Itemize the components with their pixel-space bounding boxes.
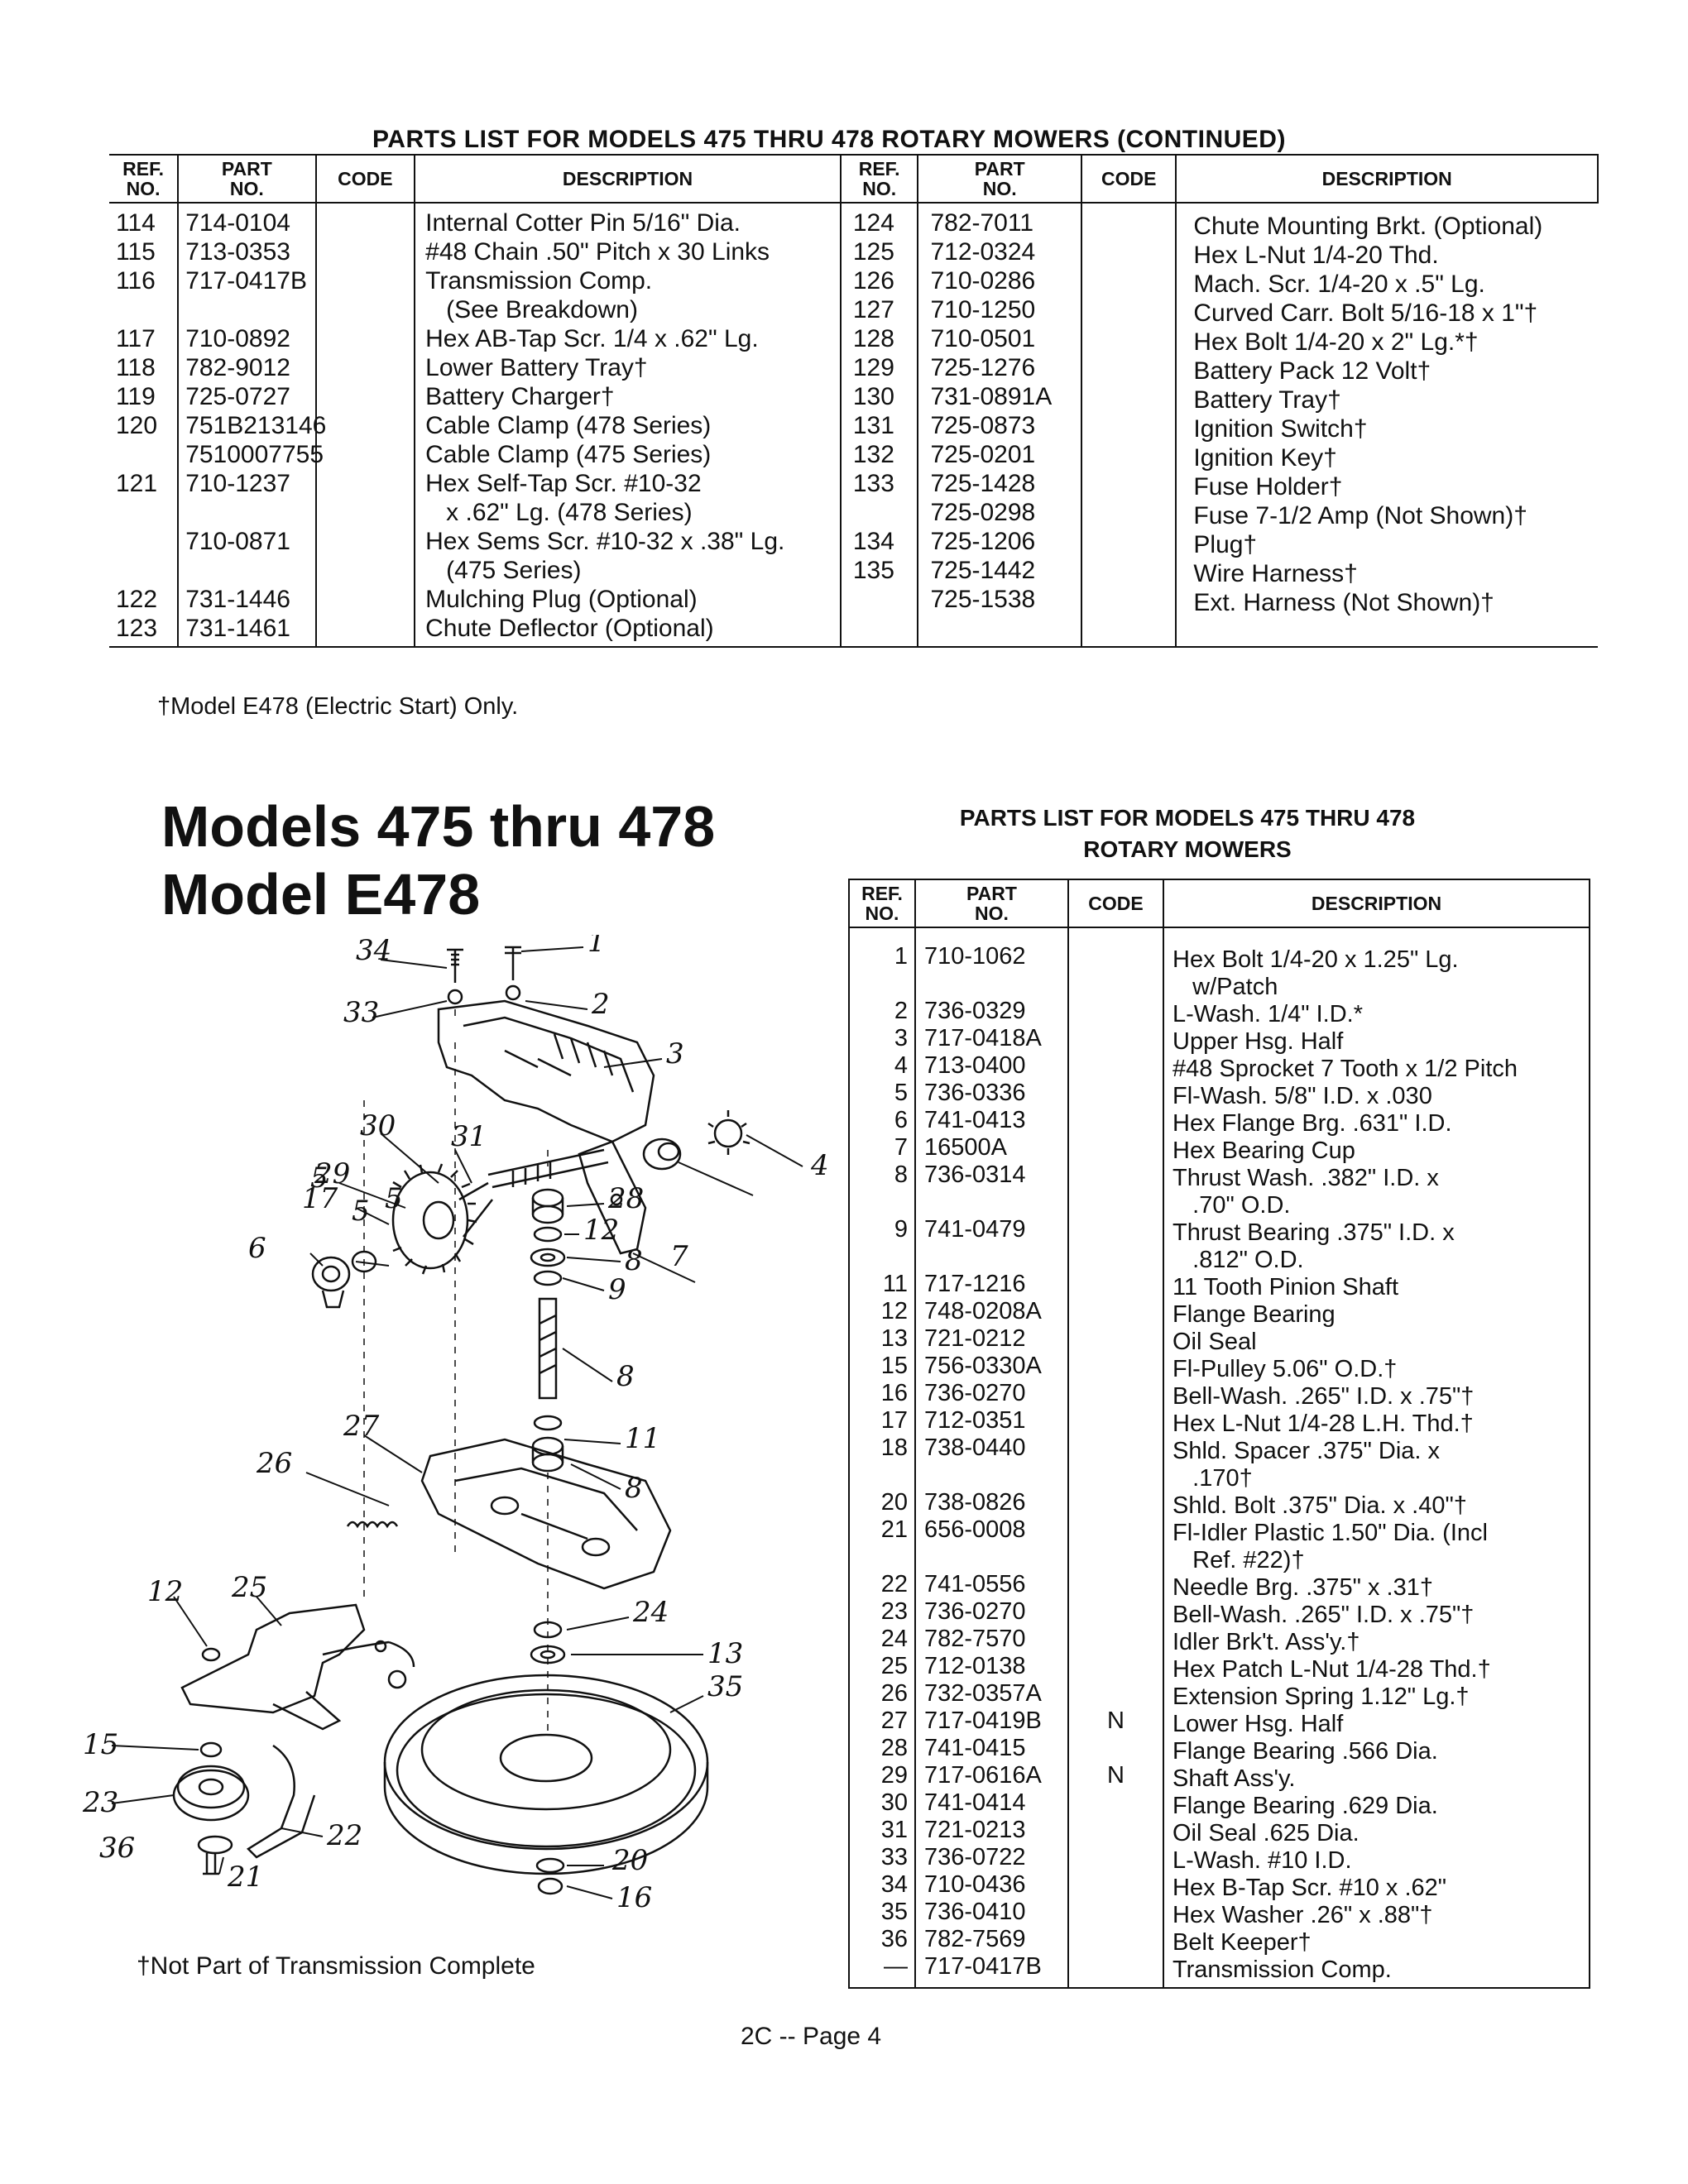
callout-31: 31	[451, 1120, 487, 1153]
table1-body-row: 114 115 116 117 118 119 120 121 122 123 …	[109, 203, 1598, 647]
callout-12: 12	[147, 1575, 183, 1608]
callout-24: 24	[632, 1596, 669, 1629]
callout-17: 17	[302, 1182, 338, 1215]
header-description: DESCRIPTION	[1163, 879, 1590, 928]
parts-table-continued: REF. NO. PART NO. CODE DESCRIPTION REF. …	[109, 154, 1599, 648]
callout-1: 1	[587, 935, 606, 959]
diagram-leader-lines	[111, 946, 803, 1899]
callout-8: 8	[616, 1360, 635, 1393]
callout-5: 5	[385, 1182, 403, 1215]
callout-20: 20	[611, 1844, 648, 1877]
header-code: CODE	[1081, 155, 1177, 204]
callout-21: 21	[227, 1861, 263, 1894]
table2-title-line1: PARTS LIST FOR MODELS 475 THRU 478	[959, 805, 1416, 831]
callout-3: 3	[666, 1037, 684, 1070]
header-code: CODE	[315, 155, 416, 204]
description-column: Hex Bolt 1/4-20 x 1.25" Lg. w/Patch L-Wa…	[1172, 946, 1518, 1983]
callout-22: 22	[326, 1819, 362, 1852]
callout-8: 8	[625, 1472, 643, 1505]
right-part-column: 782-7011 712-0324 710-0286 710-1250 710-…	[930, 209, 1053, 613]
right-description-column: Chute Mounting Brkt. (Optional) Hex L-Nu…	[1193, 213, 1543, 616]
callout-15: 15	[83, 1728, 118, 1761]
callout-28: 28	[607, 1182, 644, 1215]
left-part-column: 714-0104 713-0353 717-0417B 710-0892 782…	[185, 209, 327, 642]
header-part-no: PART NO.	[915, 879, 1069, 928]
code-column: N N	[1107, 1707, 1125, 1789]
callout-4: 4	[810, 1149, 829, 1182]
left-description-column: Internal Cotter Pin 5/16" Dia. #48 Chain…	[425, 209, 785, 642]
diagram-footnote: †Not Part of Transmission Complete	[137, 1952, 535, 1980]
header-part-no: PART NO.	[178, 155, 317, 204]
callout-5: 5	[352, 1195, 370, 1228]
table1-header-row: REF. NO. PART NO. CODE DESCRIPTION REF. …	[109, 155, 1599, 204]
callout-25: 25	[231, 1571, 267, 1604]
header-code: CODE	[1068, 879, 1164, 928]
callout-35: 35	[707, 1670, 743, 1703]
table1-title: PARTS LIST FOR MODELS 475 THRU 478 ROTAR…	[372, 126, 1286, 153]
callout-11: 11	[625, 1422, 660, 1455]
model-e478-heading: Model E478	[161, 862, 481, 927]
table2-header-row: REF. NO. PART NO. CODE DESCRIPTION	[849, 879, 1590, 928]
callout-2: 2	[591, 988, 610, 1021]
callout-16: 16	[616, 1881, 652, 1914]
callout-30: 30	[360, 1109, 396, 1142]
parts-table-main: REF. NO. PART NO. CODE DESCRIPTION 1 2 3…	[848, 879, 1590, 1989]
callout-36: 36	[99, 1832, 135, 1865]
callout-7: 7	[670, 1240, 688, 1273]
callout-12: 12	[583, 1214, 619, 1247]
part-column: 710-1062 736-0329 717-0418A 713-0400 736…	[924, 943, 1042, 1980]
callout-26: 26	[256, 1447, 292, 1480]
callout-34: 34	[356, 935, 391, 967]
header-description: DESCRIPTION	[1176, 155, 1599, 204]
callout-23: 23	[82, 1786, 118, 1819]
callout-33: 33	[343, 996, 379, 1029]
callout-27: 27	[343, 1410, 380, 1443]
table2-title-line2: ROTARY MOWERS	[1083, 836, 1292, 862]
table2-body-row: 1 2 3 4 5 6 7 8 9 11 12 13 15 16 17 18 2…	[849, 927, 1590, 1988]
diagram-artwork	[172, 946, 750, 1895]
header-description: DESCRIPTION	[415, 155, 842, 204]
models-heading: Models 475 thru 478	[161, 794, 716, 859]
callout-13: 13	[707, 1637, 743, 1670]
header-part-no: PART NO.	[918, 155, 1083, 204]
table1-footnote: †Model E478 (Electric Start) Only.	[157, 693, 519, 720]
ref-column: 1 2 3 4 5 6 7 8 9 11 12 13 15 16 17 18 2…	[880, 943, 908, 1980]
callout-8: 8	[625, 1244, 643, 1277]
page-number: 2C -- Page 4	[741, 2023, 882, 2050]
right-ref-column: 124 125 126 127 128 129 130 131 132 133 …	[852, 209, 894, 584]
header-ref-no: REF. NO.	[849, 879, 916, 928]
header-ref-no: REF. NO.	[840, 155, 919, 204]
callout-9: 9	[608, 1273, 626, 1306]
callout-5: 5	[310, 1161, 328, 1195]
header-ref-no: REF. NO.	[109, 155, 180, 204]
left-ref-column: 114 115 116 117 118 119 120 121 122 123	[116, 209, 158, 642]
callout-29: 29	[314, 1157, 350, 1190]
callout-6: 6	[248, 1232, 266, 1265]
